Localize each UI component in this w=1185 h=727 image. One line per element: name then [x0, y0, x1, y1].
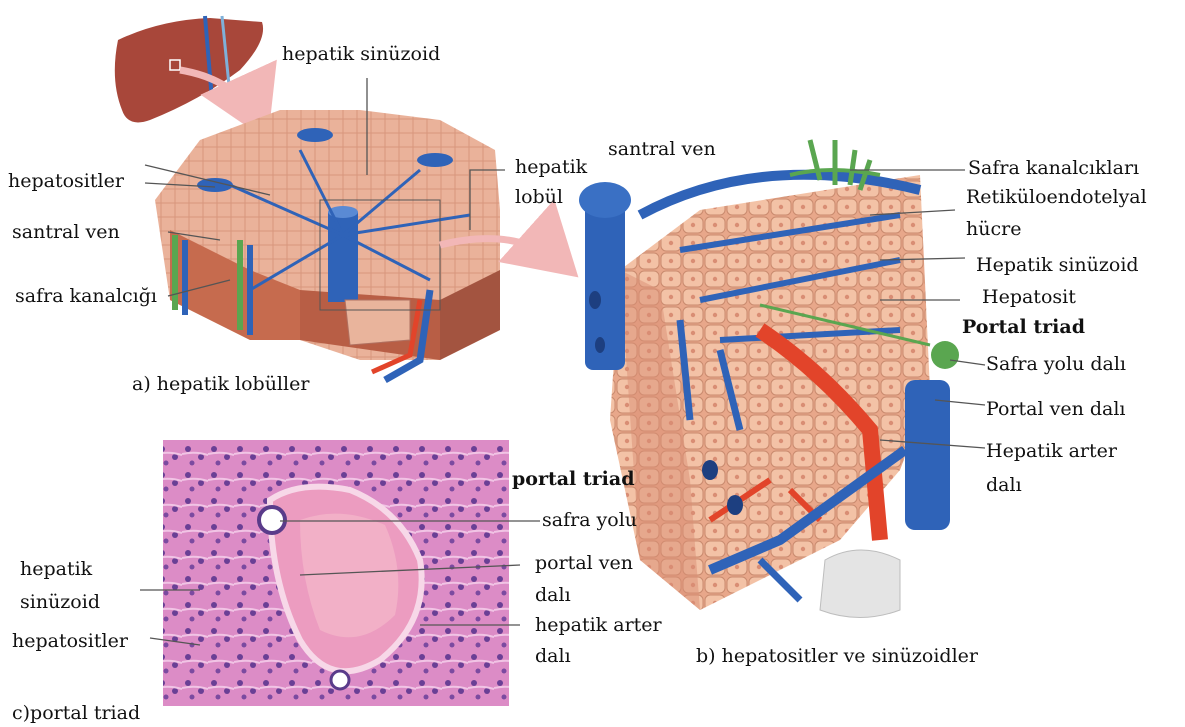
- label-b-portal-triad: Portal triad: [962, 316, 1085, 338]
- label-a-santral-ven: santral ven: [12, 221, 120, 243]
- label-b-retikuloendotelyal-line1: Retiküloendotelyal: [966, 186, 1147, 208]
- label-b-safra-yolu-dali: Safra yolu dalı: [986, 353, 1126, 375]
- caption-panel-c: c)portal triad: [12, 702, 140, 724]
- label-a-hepatik-sinuzoid: hepatik sinüzoid: [282, 43, 440, 65]
- label-c-safra-yolu: safra yolu: [542, 509, 637, 531]
- label-c-hepatik-arter-line2: dalı: [535, 645, 571, 667]
- label-a-hepatositler: hepatositler: [8, 170, 124, 192]
- label-c-portal-ven-line2: dalı: [535, 584, 571, 606]
- label-b-hepatik-arter-line2: dalı: [986, 474, 1022, 496]
- label-a-hepatik-lobul-line2: lobül: [515, 186, 563, 208]
- caption-panel-a: a) hepatik lobüller: [132, 373, 309, 395]
- label-c-portal-ven-line1: portal ven: [535, 552, 633, 574]
- label-c-hepatik-arter-line1: hepatik arter: [535, 614, 662, 636]
- label-c-portal-triad: portal triad: [512, 468, 635, 490]
- label-b-santral-ven: santral ven: [608, 138, 716, 160]
- hepatocyte-sinusoid-illustration: [579, 140, 959, 618]
- label-a-safra-kanalcigi: safra kanalcığı: [15, 285, 157, 307]
- label-c-hepatik-sinuzoid-line1: hepatik: [20, 558, 92, 580]
- label-b-retikuloendotelyal-line2: hücre: [966, 218, 1021, 240]
- label-b-hepatik-arter-line1: Hepatik arter: [986, 440, 1117, 462]
- label-b-hepatik-sinuzoid: Hepatik sinüzoid: [976, 254, 1139, 276]
- caption-panel-b: b) hepatositler ve sinüzoidler: [696, 645, 978, 667]
- label-c-hepatositler: hepatositler: [12, 630, 128, 652]
- label-c-hepatik-sinuzoid-line2: sinüzoid: [20, 591, 100, 613]
- label-a-hepatik-lobul-line1: hepatik: [515, 156, 587, 178]
- label-b-safra-kanalciklari: Safra kanalcıkları: [968, 157, 1139, 179]
- label-b-hepatosit: Hepatosit: [982, 286, 1076, 308]
- label-b-portal-ven-dali: Portal ven dalı: [986, 398, 1126, 420]
